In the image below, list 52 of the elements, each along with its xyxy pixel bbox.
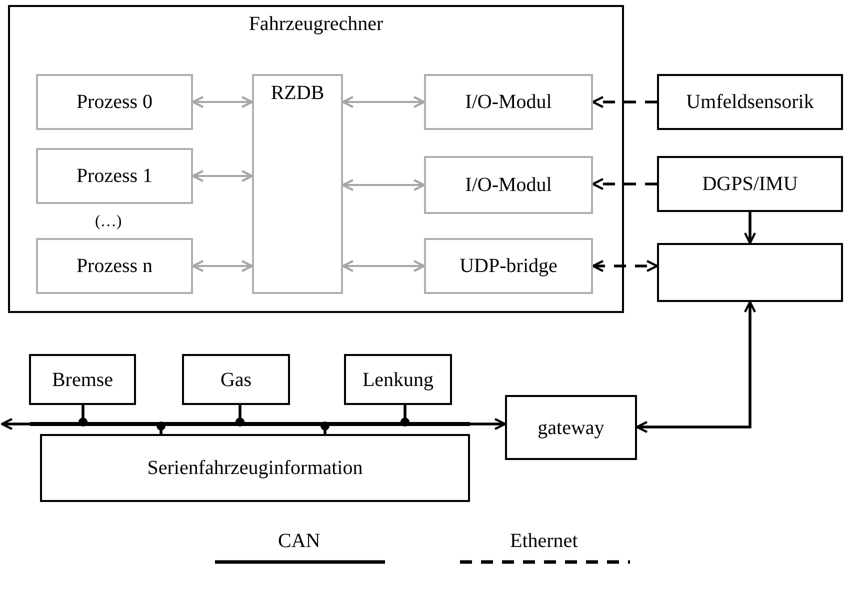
arrow [0,418,30,430]
box-label: Umfeldsensorik [686,91,814,113]
arrow [192,96,254,108]
box-label: Prozess 1 [76,165,153,187]
box-label: DGPS/IMU [702,173,798,195]
arrow [192,170,254,182]
computer-frame [8,5,624,313]
box-label: UDP-bridge [460,255,558,277]
arrow [192,260,254,272]
process-box [252,74,343,294]
box-label: Lenkung [362,368,434,390]
process-box [344,354,452,405]
box-label: gateway [538,416,604,438]
box-label: Prozess 0 [76,91,153,113]
dashed-arrow [592,96,657,108]
empty-box [657,243,843,302]
bus-stub [156,422,166,434]
bus-stub [320,422,330,434]
frame-title: Fahrzeugrechner [248,13,384,35]
bus-stub [400,405,410,426]
process-box [424,156,593,214]
process-box [657,74,843,130]
legend-label: CAN [278,530,320,553]
box-label: Gas [220,368,252,390]
box-label: RZDB [270,82,324,104]
bus-stub [78,405,88,426]
process-box [505,395,637,460]
box-label: Prozess n [76,255,153,277]
arrow [342,96,426,108]
box-label: Serienfahrzeuginformation [147,457,363,479]
dashed-arrow [592,178,657,190]
process-box [182,354,290,405]
process-box [424,238,593,294]
bus-stub [236,405,244,426]
box-label: Bremse [52,368,114,390]
process-box [36,148,193,204]
process-box [36,238,193,294]
arrow [744,212,756,244]
arrow [342,260,426,272]
arrow [470,418,506,430]
process-box [40,434,470,502]
process-box [36,74,193,130]
process-box [424,74,593,130]
arrow [342,178,426,192]
box-label: I/O-Modul [465,174,552,196]
arrow [636,300,756,434]
dashed-arrow [592,260,658,272]
process-box [657,156,843,212]
box-label: I/O-Modul [465,91,552,113]
process-box [29,354,136,405]
legend-label: Ethernet [510,530,578,553]
ellipsis-note: (…) [95,213,122,231]
